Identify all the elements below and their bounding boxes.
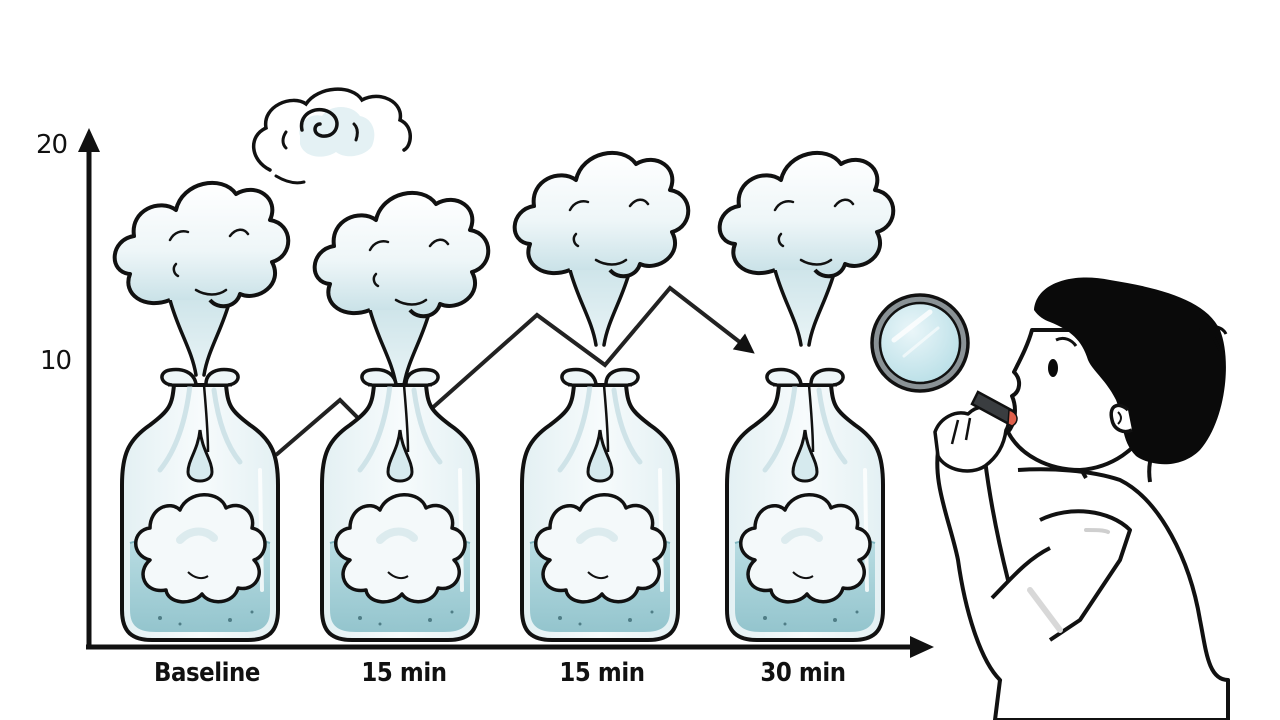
vapor-cloud: [717, 150, 896, 347]
flask-body: [122, 370, 278, 640]
x-axis-arrowhead-icon: [910, 636, 934, 658]
drifting-cloud: [251, 87, 412, 185]
y-axis: [78, 128, 100, 648]
vapor-cloud: [112, 180, 291, 377]
flask-body: [322, 370, 478, 640]
flask-1: [112, 180, 291, 640]
x-label-15min-a: 15 min: [361, 658, 447, 688]
flask-4: [717, 150, 896, 640]
vapor-cloud: [312, 190, 491, 387]
y-tick-20: 20: [36, 130, 68, 160]
y-tick-10: 10: [40, 346, 72, 376]
y-axis-arrowhead-icon: [78, 128, 100, 152]
x-label-baseline: Baseline: [153, 658, 260, 688]
trend-line: [274, 285, 755, 457]
x-label-15min-b: 15 min: [559, 658, 645, 688]
flask-body: [727, 370, 883, 640]
flasks-group: [112, 150, 896, 640]
x-axis: [86, 636, 934, 658]
x-label-30min: 30 min: [760, 658, 846, 688]
trend-arrowhead-icon: [732, 333, 755, 354]
flask-2: [312, 190, 491, 640]
observer-child: [870, 277, 1230, 720]
flask-3: [512, 150, 691, 640]
flask-body: [522, 370, 678, 640]
